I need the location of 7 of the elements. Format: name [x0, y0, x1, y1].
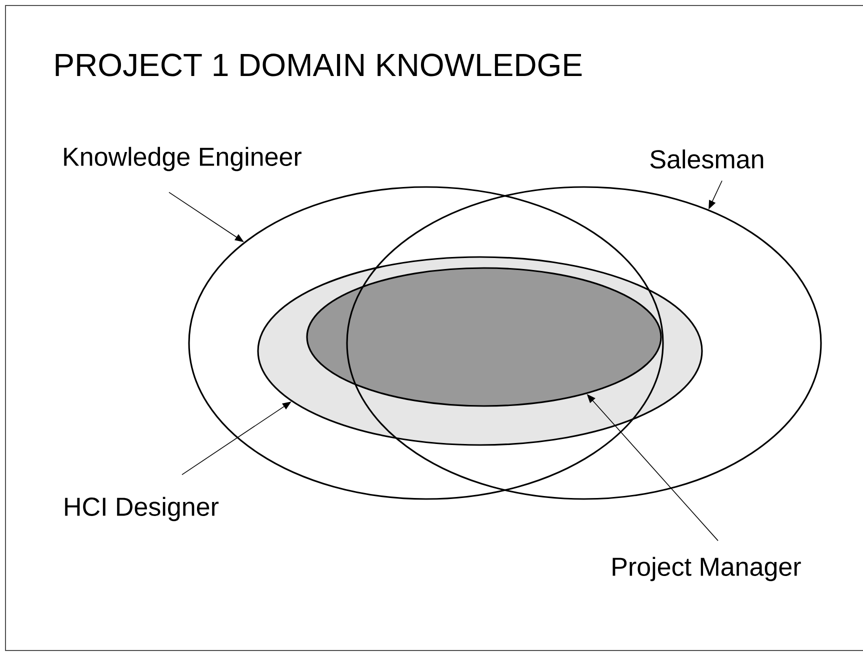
- label: HCI Designer: [65, 496, 219, 522]
- label: Knowledge Engineer: [64, 146, 302, 172]
- title: PROJECT 1 DOMAIN KNOWLEDGE: [56, 54, 582, 76]
- ellipse-outline: [346, 186, 822, 500]
- label: Project Manager: [612, 556, 801, 582]
- label: Salesman: [650, 149, 764, 169]
- shaded-ellipse: [306, 267, 662, 407]
